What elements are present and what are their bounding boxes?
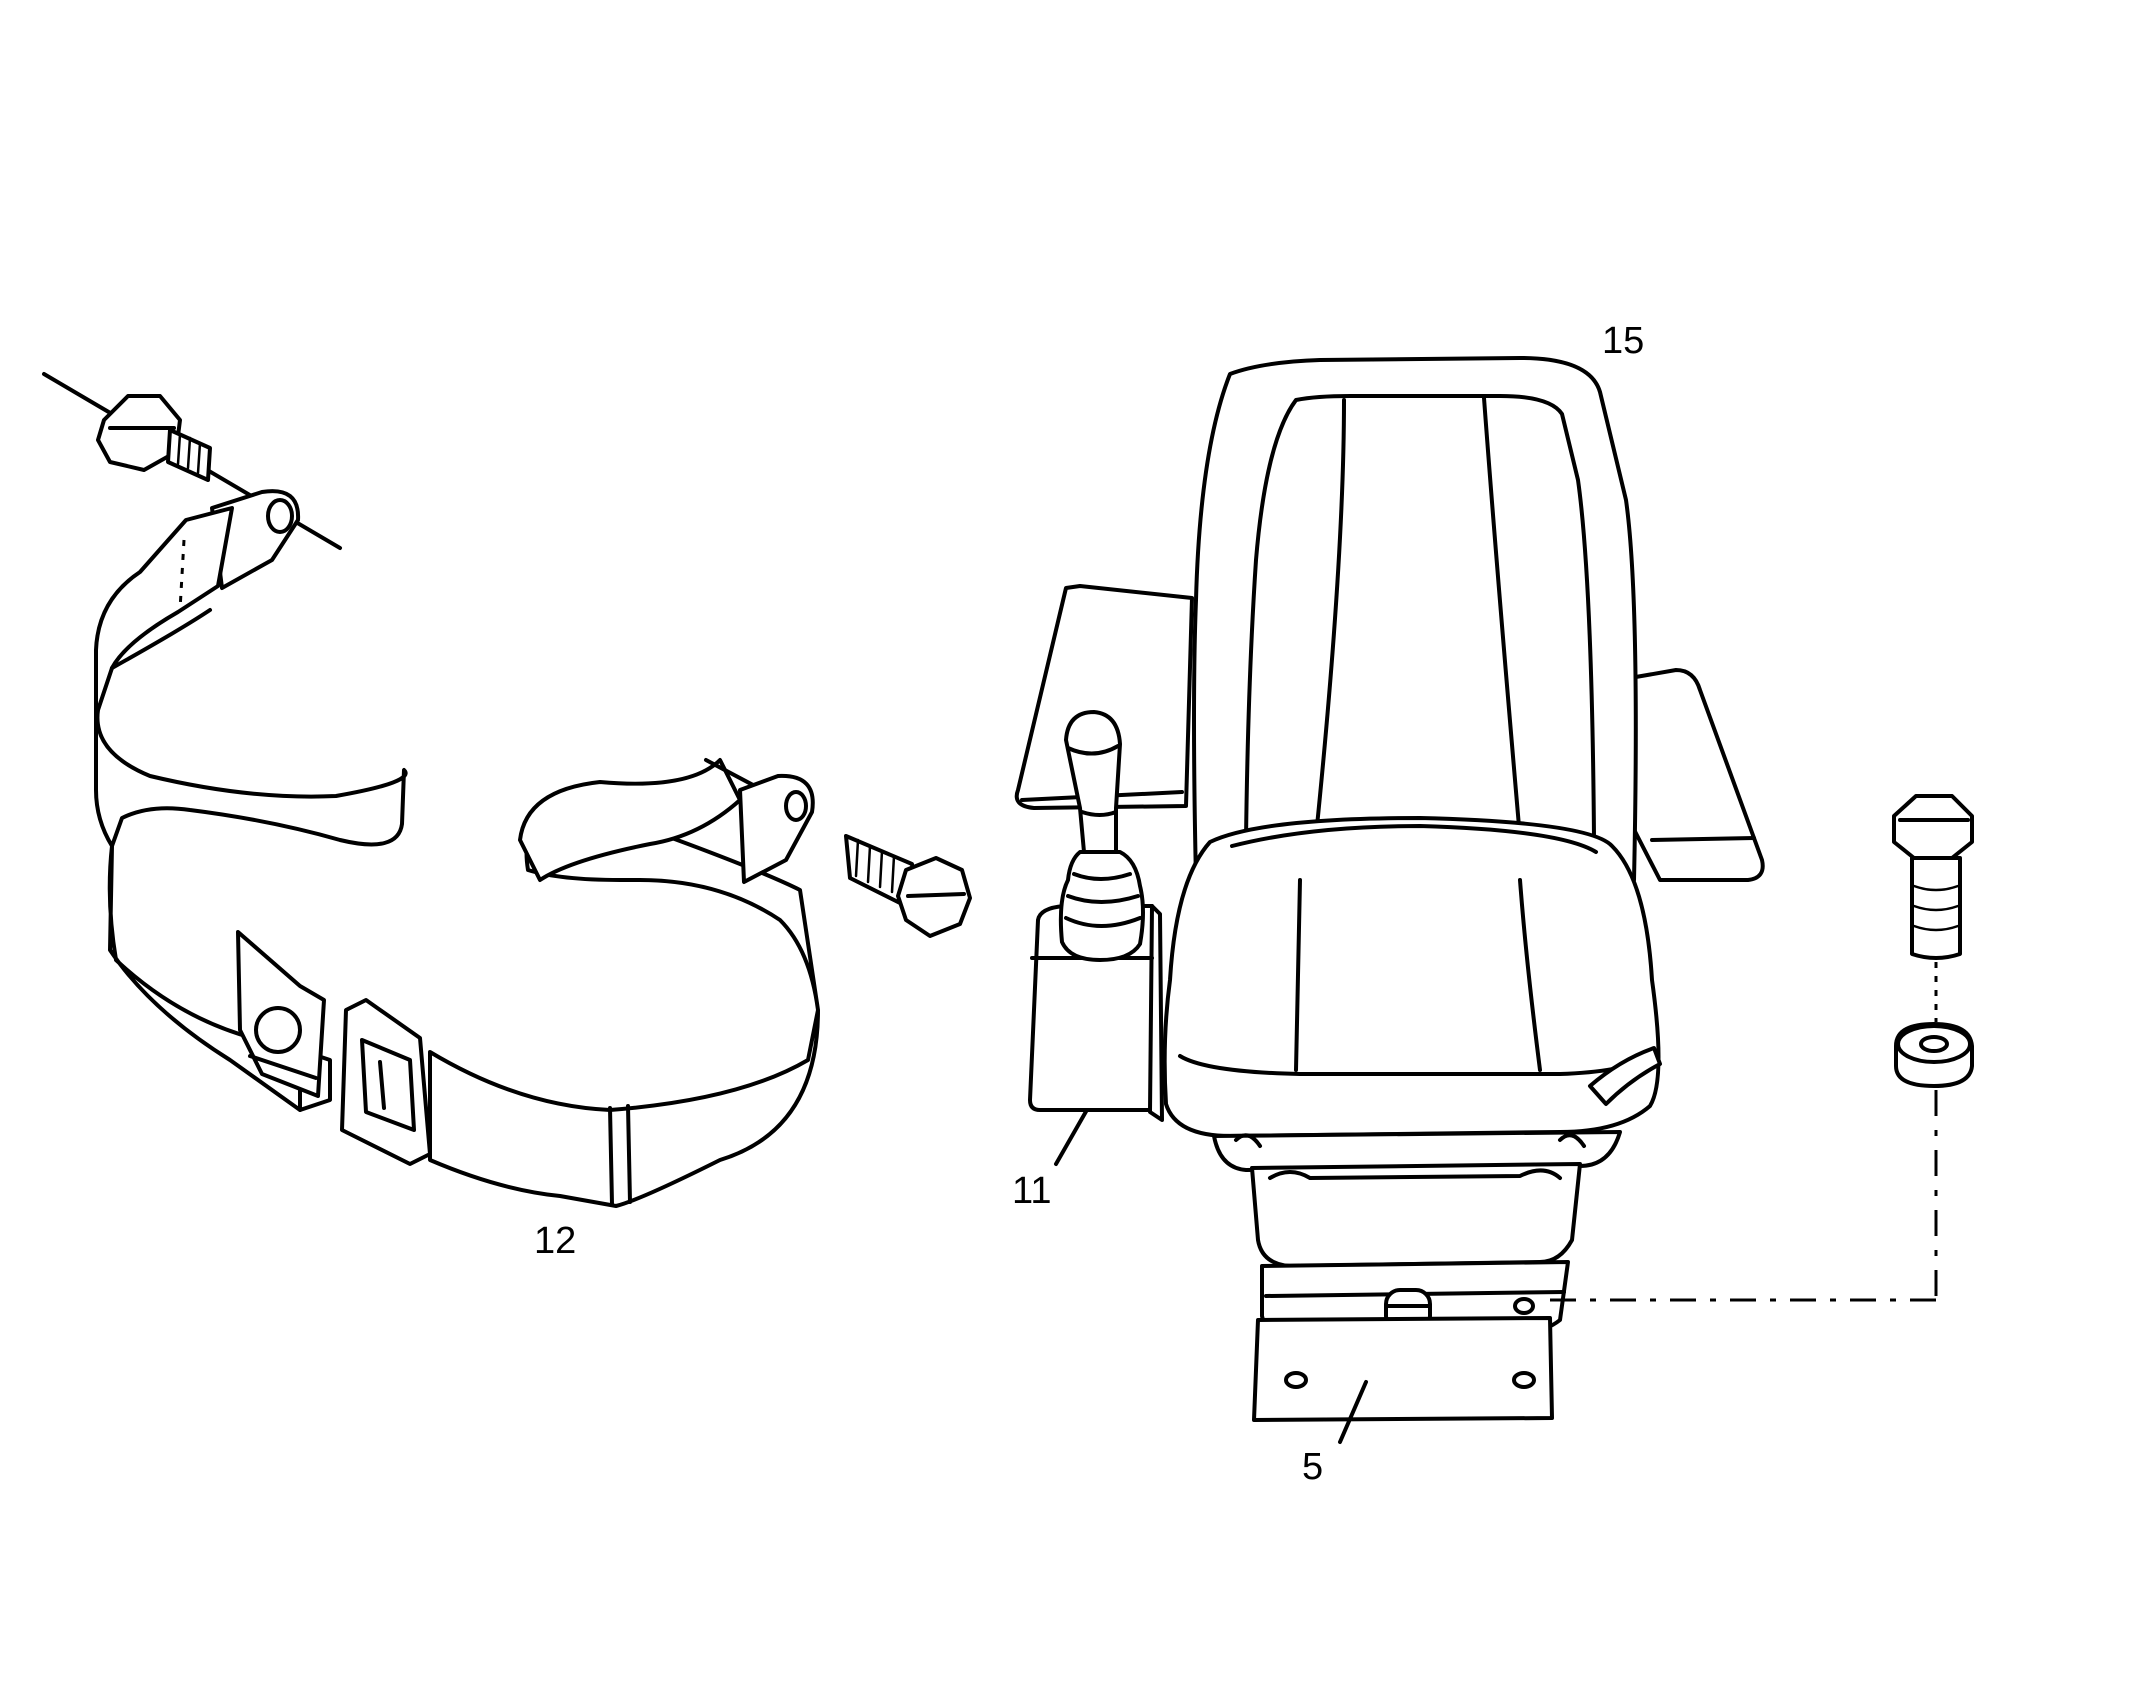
seat bbox=[1014, 356, 1765, 1444]
right-armrest bbox=[1622, 668, 1765, 882]
seat-backrest bbox=[1192, 356, 1638, 882]
seat-belt bbox=[42, 372, 972, 1208]
top-anchor-plate bbox=[210, 489, 301, 590]
top-anchor-nut bbox=[96, 394, 212, 482]
right-anchor-plate bbox=[738, 773, 815, 884]
right-anchor-bolt bbox=[844, 834, 972, 938]
buckle-tongue bbox=[340, 998, 432, 1166]
mounting-bolt bbox=[1892, 794, 1974, 960]
callout-seat: 15 bbox=[1602, 320, 1645, 362]
callout-seat-base: 5 bbox=[1302, 1446, 1324, 1488]
seat-cushion bbox=[1162, 816, 1661, 1138]
mounting-washer bbox=[1894, 1022, 1974, 1088]
callout-joystick-console: 11 bbox=[1012, 1170, 1052, 1212]
callout-seat-belt: 12 bbox=[534, 1220, 577, 1262]
left-armrest bbox=[1014, 584, 1194, 810]
seat-base-plate bbox=[1252, 1297, 1554, 1422]
joystick-console bbox=[1028, 710, 1164, 1122]
seat-suspension bbox=[1212, 1046, 1662, 1340]
buckle-latch bbox=[236, 930, 326, 1098]
